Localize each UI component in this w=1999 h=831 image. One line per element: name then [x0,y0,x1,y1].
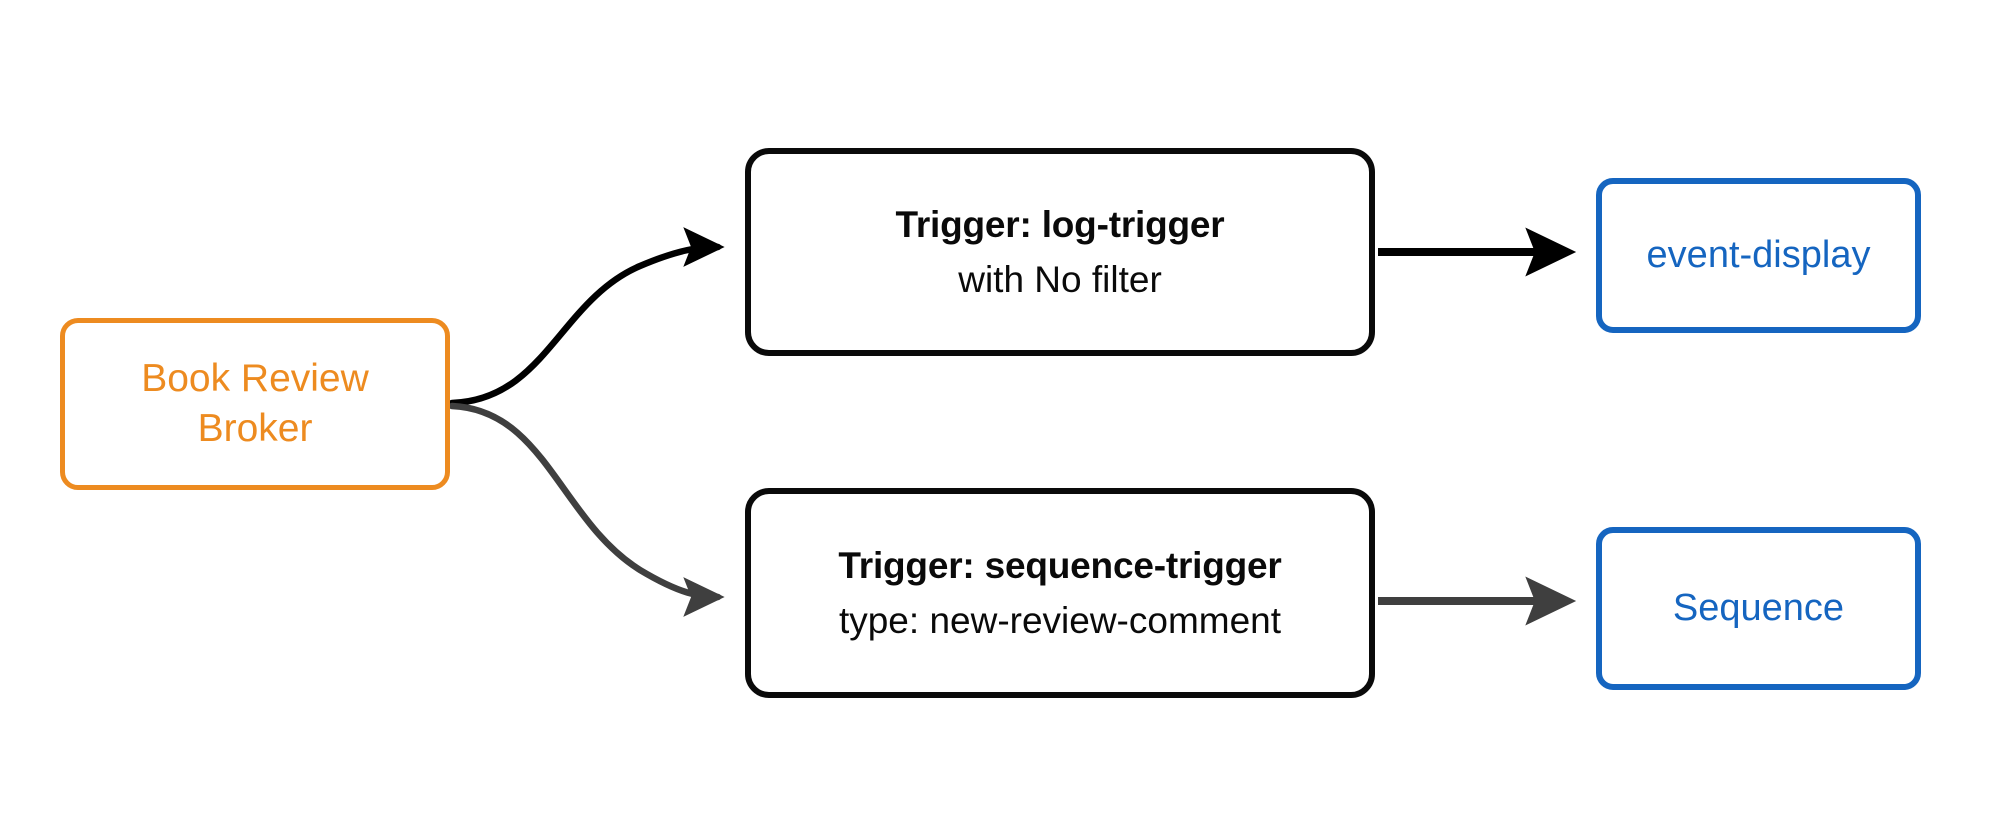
trigger-sequence-subtitle: type: new-review-comment [838,599,1282,641]
sink-sequence-label: Sequence [1672,587,1845,630]
node-sink-event-display[interactable]: event-display [1596,178,1921,333]
trigger-log-subtitle: with No filter [958,258,1162,300]
trigger-log-title: Trigger: log-trigger [895,204,1225,246]
broker-label-line2: Broker [197,407,313,450]
edge-broker-to-log-trigger [448,227,725,407]
node-book-review-broker[interactable]: Book Review Broker [60,318,450,490]
node-sink-sequence[interactable]: Sequence [1596,527,1921,690]
trigger-sequence-title: Trigger: sequence-trigger [838,545,1282,587]
sink-event-display-label: event-display [1646,234,1871,277]
broker-label-line1: Book Review [141,357,369,401]
edge-broker-to-sequence-trigger [448,402,725,617]
node-trigger-log-trigger[interactable]: Trigger: log-trigger with No filter [745,148,1375,356]
node-trigger-sequence-trigger[interactable]: Trigger: sequence-trigger type: new-revi… [745,488,1375,698]
